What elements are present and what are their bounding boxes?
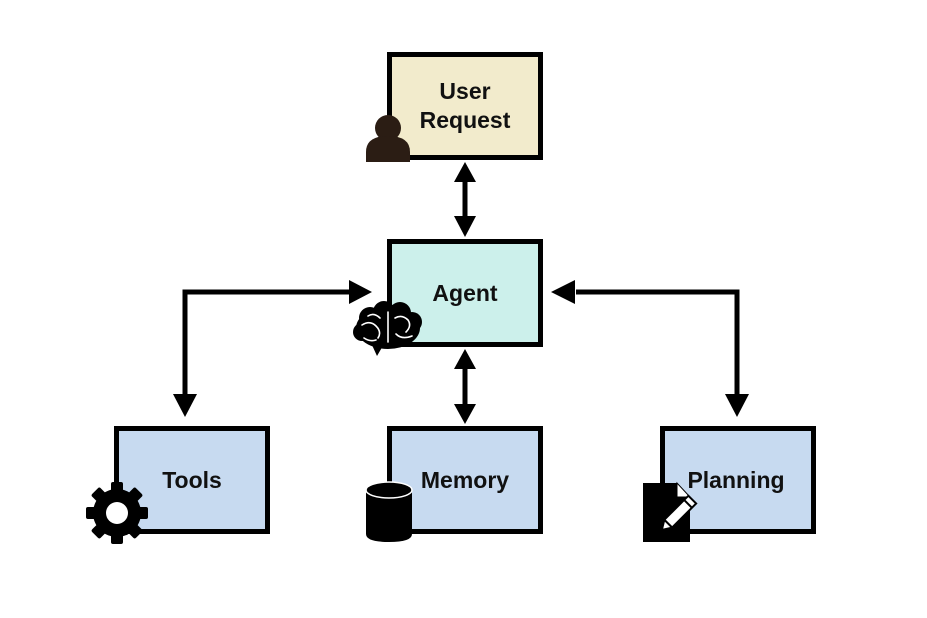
user-request-box: User Request: [387, 52, 543, 160]
brain-icon: [353, 301, 422, 356]
memory-box: Memory: [387, 426, 543, 534]
person-icon: [366, 115, 410, 162]
arrowhead-planning: [725, 394, 749, 417]
arrowhead-tools: [173, 394, 197, 417]
arrowhead-memory: [454, 404, 476, 424]
database-icon: [365, 481, 413, 542]
gear-icon: [86, 482, 148, 544]
edge-agent-tools: [182, 289, 350, 396]
tools-label: Tools: [162, 466, 222, 493]
agent-label: Agent: [432, 279, 498, 306]
arrowhead-agent-right: [551, 280, 575, 304]
user-request-label: User Request: [419, 78, 511, 133]
arrowheads: [173, 162, 749, 424]
document-pencil-icon: [643, 481, 698, 542]
arrowhead-user: [454, 162, 476, 182]
arrowhead-agent-top: [454, 216, 476, 237]
arrowhead-agent-bottom: [454, 349, 476, 369]
planning-label: Planning: [687, 466, 785, 493]
memory-label: Memory: [420, 466, 510, 493]
arrowhead-agent-left: [349, 280, 372, 304]
edge-agent-planning: [576, 289, 740, 396]
